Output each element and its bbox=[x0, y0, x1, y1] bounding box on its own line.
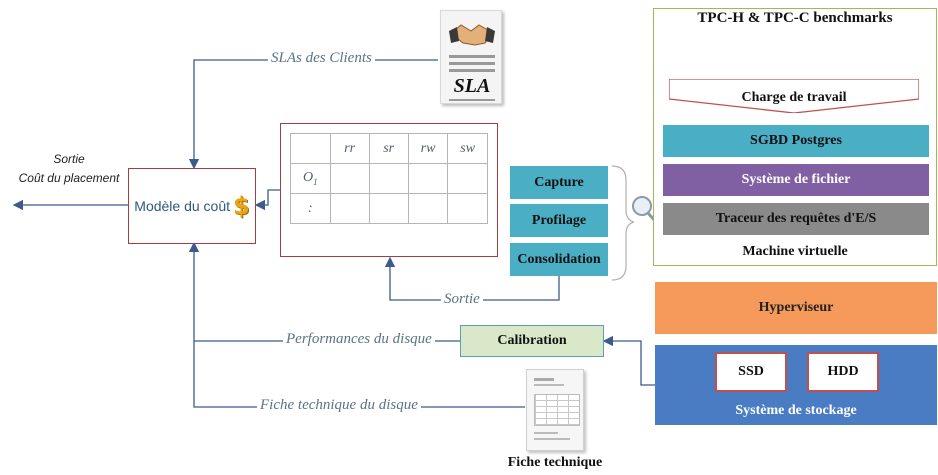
cost-model-label: Modèle du coût bbox=[134, 198, 231, 214]
matrix-corner-cell bbox=[290, 133, 331, 164]
profiling-step: Profilage bbox=[510, 204, 608, 237]
matrix-header-row: rr sr rw sw bbox=[290, 133, 488, 164]
dbms-layer: SGBD Postgres bbox=[663, 125, 929, 157]
matrix-cell bbox=[407, 163, 449, 194]
storage-system-label: Système de stockage bbox=[735, 403, 857, 418]
matrix-row-label: O1 bbox=[290, 163, 331, 194]
capture-step: Capture bbox=[510, 166, 608, 199]
datasheet-caption: Fiche technique bbox=[507, 455, 603, 470]
profiling-brace bbox=[611, 165, 635, 281]
matrix-cell bbox=[368, 193, 409, 224]
profile-matrix-box: rr sr rw sw O1 : bbox=[280, 123, 498, 257]
storage-connector bbox=[602, 335, 655, 386]
matrix-header-cell: rw bbox=[407, 133, 449, 164]
matrix-cell bbox=[407, 193, 449, 224]
consolidation-step: Consolidation bbox=[510, 243, 608, 276]
matrix-header-cell: sw bbox=[447, 133, 488, 164]
matrix-cell bbox=[329, 163, 370, 194]
storage-system-box bbox=[655, 345, 937, 425]
hypervisor-box: Hyperviseur bbox=[655, 282, 937, 334]
workload-chevron bbox=[668, 78, 920, 114]
datasheet-document-icon bbox=[526, 369, 584, 451]
matrix-cell bbox=[447, 193, 488, 224]
handshake-icon bbox=[449, 19, 495, 49]
sla-label: SLAs des Clients bbox=[268, 50, 375, 67]
hdd-box: HDD bbox=[807, 352, 879, 392]
matrix-cell bbox=[368, 163, 409, 194]
filesystem-layer: Système de fichier bbox=[663, 164, 929, 196]
disk-datasheet-label: Fiche technique du disque bbox=[257, 397, 421, 414]
matrix-header-cell: sr bbox=[368, 133, 409, 164]
matrix-header-cell: rr bbox=[329, 133, 370, 164]
benchmarks-title: TPC-H & TPC-C benchmarks bbox=[697, 10, 893, 26]
dollar-icon: $ bbox=[233, 192, 250, 220]
matrix-row: : bbox=[290, 193, 488, 224]
sla-document-icon: SLA bbox=[440, 10, 502, 104]
ssd-box: SSD bbox=[715, 352, 787, 392]
output-label: Sortie Coût du placement bbox=[8, 150, 130, 188]
workload-label: Charge de travail bbox=[741, 90, 847, 105]
disk-performance-label: Performances du disque bbox=[283, 331, 435, 348]
io-tracer-layer: Traceur des requêtes d'E/S bbox=[663, 203, 929, 235]
matrix-connector bbox=[254, 189, 280, 211]
output-line-2: Coût du placement bbox=[18, 171, 120, 185]
calibration-box: Calibration bbox=[460, 325, 604, 357]
matrix-cell bbox=[447, 163, 488, 194]
profiling-output-label: Sortie bbox=[441, 291, 483, 308]
matrix-cell bbox=[329, 193, 370, 224]
matrix-row: O1 bbox=[290, 163, 488, 194]
matrix-row-label: : bbox=[290, 193, 331, 224]
profile-matrix: rr sr rw sw O1 : bbox=[290, 133, 488, 224]
output-line-1: Sortie bbox=[53, 152, 85, 166]
virtual-machine-caption: Machine virtuelle bbox=[742, 244, 848, 259]
cost-model-box: Modèle du coût $ bbox=[128, 168, 256, 244]
sla-doc-text: SLA bbox=[453, 75, 491, 97]
